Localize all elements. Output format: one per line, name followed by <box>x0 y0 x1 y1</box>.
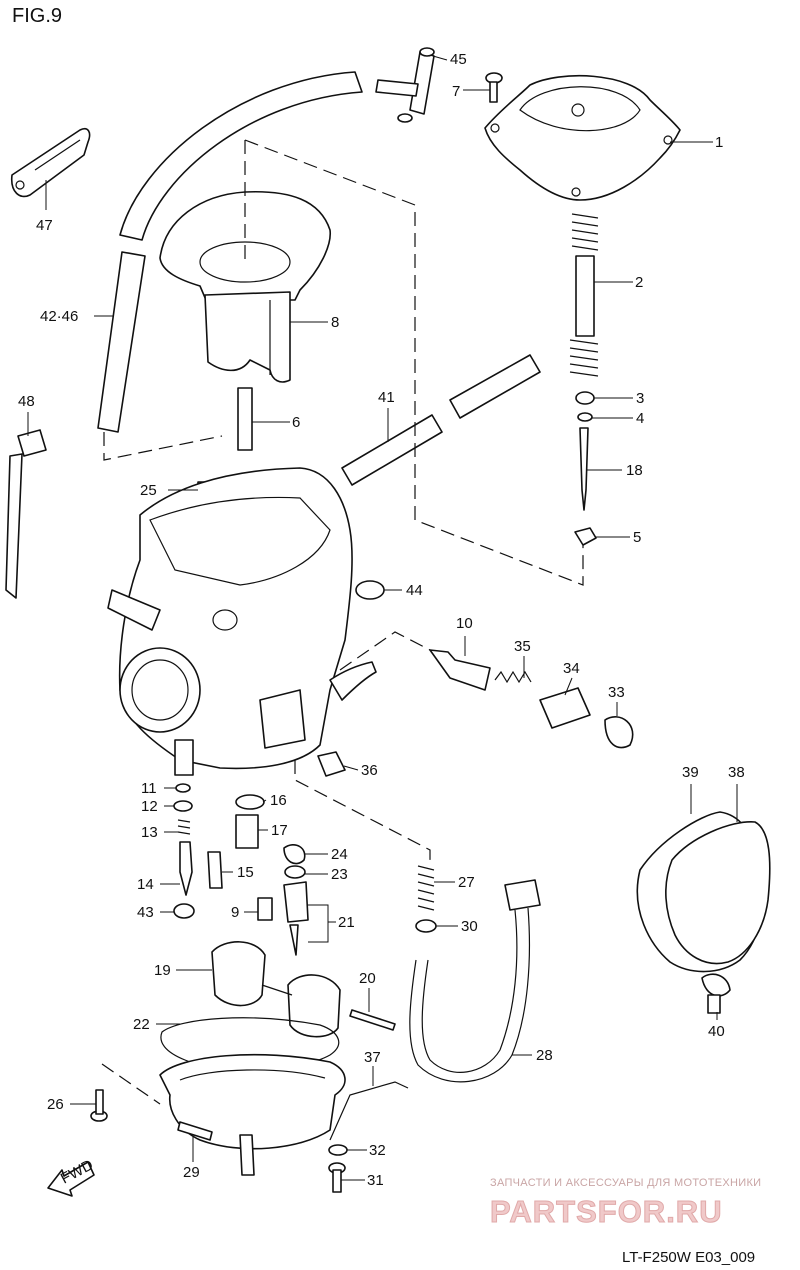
callout-26: 26 <box>47 1096 64 1113</box>
callout-11: 11 <box>141 780 157 797</box>
part-float <box>211 941 341 1038</box>
part-27 <box>417 865 435 911</box>
part-carburetor-body <box>107 467 377 776</box>
callout-39: 39 <box>682 764 699 781</box>
part-screw-6 <box>237 387 253 451</box>
part-o-ring-44 <box>355 580 385 600</box>
part-top-cap <box>484 74 681 201</box>
callout-18: 18 <box>626 462 643 479</box>
callout-29: 29 <box>183 1164 200 1181</box>
watermark-logo: PARTSFOR.RU <box>490 1194 723 1229</box>
part-drain-hose <box>409 879 541 1083</box>
part-jet-needle <box>579 427 589 511</box>
callout-21: 21 <box>338 914 355 931</box>
callout-10: 10 <box>456 615 473 632</box>
part-36 <box>317 751 346 777</box>
part-12 <box>173 800 193 812</box>
watermark-tagline: ЗАПЧАСТИ И АКСЕССУАРЫ ДЛЯ МОТОТЕХНИКИ <box>490 1177 761 1189</box>
part-screw-31 <box>328 1162 346 1193</box>
part-17 <box>235 814 259 849</box>
callout-4: 4 <box>636 410 644 427</box>
callout-37: 37 <box>364 1049 381 1066</box>
part-pipe <box>341 354 541 486</box>
callout-19: 19 <box>154 962 171 979</box>
callout-45: 45 <box>450 51 467 68</box>
callout-3: 3 <box>636 390 644 407</box>
callout-48: 48 <box>18 393 35 410</box>
callout-23: 23 <box>331 866 348 883</box>
part-30 <box>415 919 437 933</box>
callout-30: 30 <box>461 918 478 935</box>
callout-27: 27 <box>458 874 475 891</box>
callout-16: 16 <box>270 792 287 809</box>
callout-7: 7 <box>452 83 460 100</box>
callout-44: 44 <box>406 582 423 599</box>
part-spring-rod <box>569 213 599 377</box>
callout-13: 13 <box>141 824 158 841</box>
callout-40: 40 <box>708 1023 725 1040</box>
callout-32: 32 <box>369 1142 386 1159</box>
part-24 <box>283 844 306 865</box>
part-14 <box>179 841 193 896</box>
part-13 <box>177 819 191 835</box>
callout-33: 33 <box>608 684 625 701</box>
part-11 <box>175 783 191 793</box>
callout-35: 35 <box>514 638 531 655</box>
callout-2: 2 <box>635 274 643 291</box>
callout-24: 24 <box>331 846 348 863</box>
callout-22: 22 <box>133 1016 150 1033</box>
part-starter-plunger <box>429 649 634 749</box>
fwd-arrow-icon: FWD <box>47 1156 96 1197</box>
callout-20: 20 <box>359 970 376 987</box>
part-hose <box>97 71 363 433</box>
callout-6: 6 <box>292 414 300 431</box>
part-t-fitting <box>375 47 435 123</box>
callout-9: 9 <box>231 904 239 921</box>
part-16 <box>235 794 265 810</box>
part-21 <box>283 881 309 923</box>
callout-34: 34 <box>563 660 580 677</box>
part-23 <box>284 865 306 879</box>
part-retainer <box>575 391 595 405</box>
part-e-clip <box>577 412 593 422</box>
figure-code: LT-F250W E03_009 <box>622 1249 755 1266</box>
callout-12: 12 <box>141 798 158 815</box>
part-15 <box>207 851 223 889</box>
part-spacer <box>574 527 597 546</box>
callout-36: 36 <box>361 762 378 779</box>
callout-47: 47 <box>36 217 53 234</box>
callout-31: 31 <box>367 1172 384 1189</box>
callout-38: 38 <box>728 764 745 781</box>
callout-15: 15 <box>237 864 254 881</box>
callout-14: 14 <box>137 876 154 893</box>
callout-8: 8 <box>331 314 339 331</box>
part-9 <box>257 897 273 921</box>
part-washer-32 <box>328 1144 348 1156</box>
part-screw-40 <box>701 973 731 1014</box>
part-cover-gasket <box>636 811 771 973</box>
callout-28: 28 <box>536 1047 553 1064</box>
callout-41: 41 <box>378 389 395 406</box>
figure-title: FIG.9 <box>12 5 62 27</box>
callout-1: 1 <box>715 134 723 151</box>
part-43 <box>173 903 195 919</box>
part-clamp <box>10 127 91 198</box>
callout-25: 25 <box>140 482 157 499</box>
part-diaphragm-piston <box>159 190 331 383</box>
callout-42-46: 42·46 <box>40 308 78 325</box>
part-screw-7 <box>485 72 503 103</box>
callout-17: 17 <box>271 822 288 839</box>
part-screw-29 <box>177 1121 213 1141</box>
part-float-bowl <box>159 1017 346 1176</box>
part-screw-26 <box>90 1089 108 1122</box>
part-wire-clip <box>329 1081 409 1141</box>
callout-43: 43 <box>137 904 154 921</box>
part-bracket <box>5 429 47 599</box>
part-float-pin <box>349 1009 396 1031</box>
callout-5: 5 <box>633 529 641 546</box>
